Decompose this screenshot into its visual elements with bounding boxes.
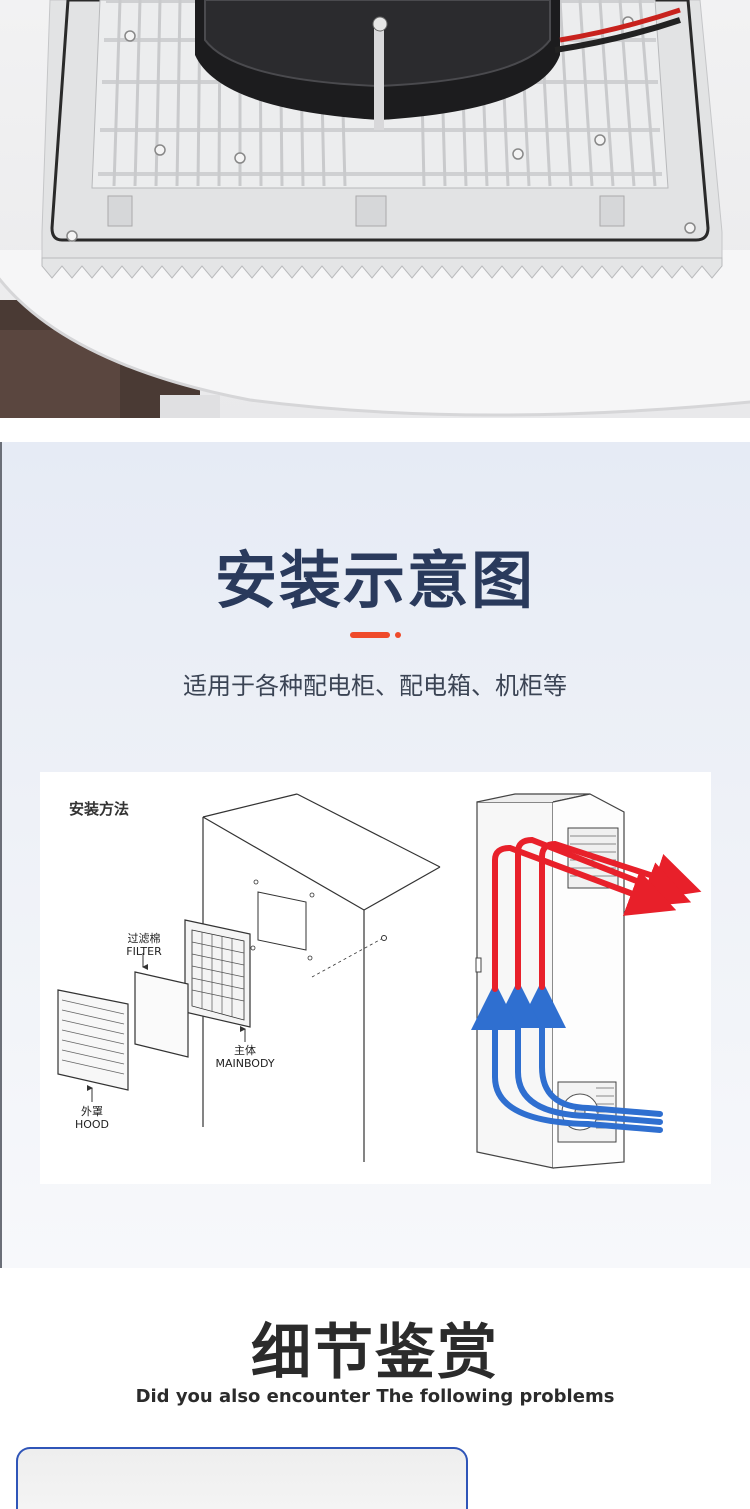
details-title: 细节鉴赏 — [251, 1318, 499, 1388]
hood-label: 外罩 HOOD — [70, 1105, 114, 1131]
filter-label-cn: 过滤棉 — [127, 932, 161, 945]
detail-card — [16, 1447, 468, 1509]
install-title: 安装示意图 — [214, 544, 535, 617]
hood-label-cn: 外罩 — [81, 1105, 103, 1118]
section-divider — [0, 418, 750, 442]
install-diagram: 安装方法 过滤棉 FILTER 主体 MAINBODY 外罩 HOOD — [40, 772, 711, 1184]
filter-label: 过滤棉 FILTER — [122, 932, 166, 958]
fan-filter-photo — [0, 0, 750, 418]
hood-label-en: HOOD — [74, 1118, 110, 1131]
mainbody-label: 主体 MAINBODY — [208, 1044, 282, 1070]
accent-dot — [395, 632, 401, 638]
mainbody-label-en: MAINBODY — [215, 1057, 275, 1070]
install-diagram-drawing — [57, 793, 702, 1169]
product-photo — [0, 0, 750, 418]
mainbody-label-cn: 主体 — [234, 1044, 256, 1057]
install-method-label: 安装方法 — [69, 800, 130, 818]
install-subtitle: 适用于各种配电柜、配电箱、机柜等 — [183, 672, 567, 700]
section-edge — [0, 442, 2, 1268]
details-subtitle: Did you also encounter The following pro… — [135, 1386, 615, 1407]
accent-bar — [350, 632, 390, 638]
filter-label-en: FILTER — [126, 945, 162, 958]
